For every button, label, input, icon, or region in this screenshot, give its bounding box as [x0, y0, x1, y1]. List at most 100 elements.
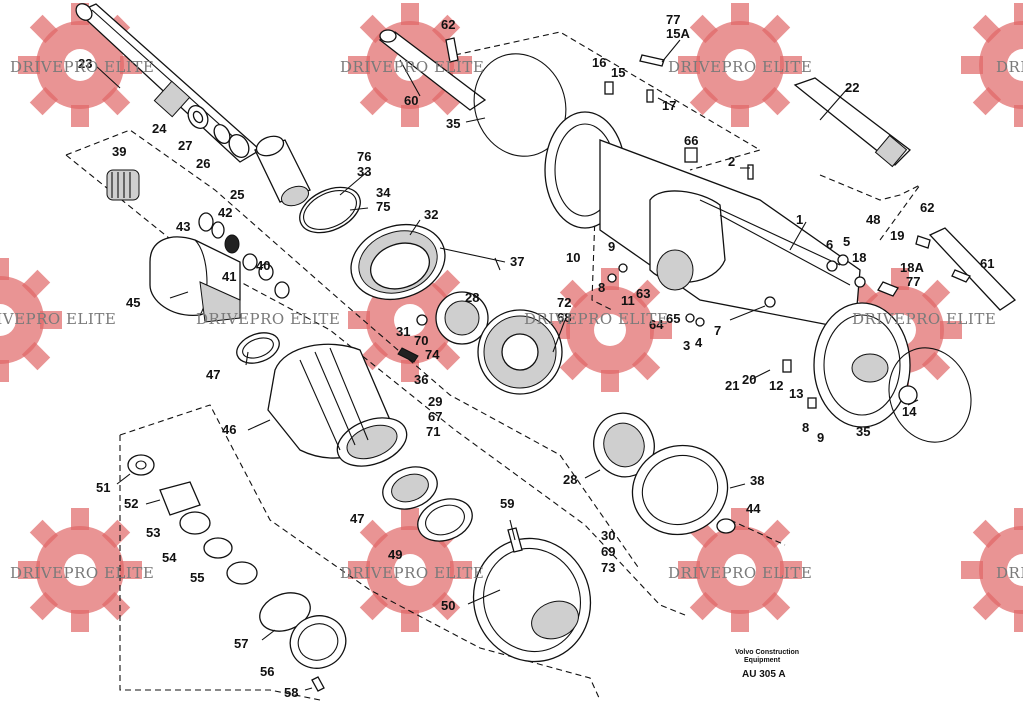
- drive-shaft-23: [75, 3, 262, 163]
- part-label-63: 63: [636, 286, 650, 301]
- part-label-35: 35: [446, 116, 460, 131]
- part-label-26: 26: [196, 156, 210, 171]
- axle-housing-1: [544, 111, 911, 428]
- watermark-logos: [0, 3, 1023, 632]
- part-label-68: 68: [557, 310, 571, 325]
- part-label-57: 57: [234, 636, 248, 651]
- part-label-59: 59: [500, 496, 514, 511]
- watermark-gear-icon: [348, 508, 472, 632]
- part-label-75: 75: [376, 199, 390, 214]
- part-label-18A: 18A: [900, 260, 924, 275]
- part-label-23: 23: [78, 56, 92, 71]
- part-label-77: 77: [906, 274, 920, 289]
- part-label-22: 22: [845, 80, 859, 95]
- part-label-14: 14: [902, 404, 917, 419]
- part-label-41: 41: [222, 269, 236, 284]
- wheel-hub-50: [472, 537, 592, 663]
- part-label-43: 43: [176, 219, 190, 234]
- part-label-13: 13: [789, 386, 803, 401]
- part-label-31: 31: [396, 324, 410, 339]
- part-label-72: 72: [557, 295, 571, 310]
- watermark-text: DRIVEPRO ELITE: [10, 564, 154, 582]
- part-label-15A: 15A: [666, 26, 690, 41]
- watermark-text: DRIVEPRO ELITE: [524, 310, 668, 328]
- friction-disc: [477, 309, 563, 395]
- part-label-19: 19: [890, 228, 904, 243]
- part-label-33: 33: [357, 164, 371, 179]
- part-label-25: 25: [230, 187, 244, 202]
- part-label-73: 73: [601, 560, 615, 575]
- part-label-45: 45: [126, 295, 140, 310]
- part-label-44: 44: [746, 501, 761, 516]
- part-label-34: 34: [376, 185, 391, 200]
- watermark-gear-icon: [18, 508, 142, 632]
- part-label-54: 54: [162, 550, 177, 565]
- part-label-8: 8: [802, 420, 809, 435]
- part-label-58: 58: [284, 685, 298, 700]
- part-label-21: 21: [725, 378, 739, 393]
- watermark-text: DRIVEPRO ELITE: [852, 310, 996, 328]
- part-label-32: 32: [424, 207, 438, 222]
- watermark-gear-icon: [0, 258, 62, 382]
- part-label-10: 10: [566, 250, 580, 265]
- part-number-labels: 236260357715A161517222427262576333475394…: [78, 12, 994, 700]
- watermark-gear-icon: [961, 3, 1023, 127]
- watermark-text: DRIVEPRO ELITE: [668, 58, 812, 76]
- part-label-67: 67: [428, 409, 442, 424]
- watermark-gear-icon: [18, 3, 142, 127]
- part-label-62: 62: [441, 17, 455, 32]
- watermark-gear-icon: [548, 268, 672, 392]
- part-label-64: 64: [649, 317, 664, 332]
- part-label-48: 48: [866, 212, 880, 227]
- part-label-4: 4: [695, 335, 703, 350]
- caption-line-2: Equipment: [744, 657, 781, 664]
- part-label-37: 37: [510, 254, 524, 269]
- disc-28-small: [435, 291, 489, 345]
- part-label-65: 65: [666, 311, 680, 326]
- part-label-17: 17: [662, 98, 676, 113]
- part-label-28: 28: [563, 472, 577, 487]
- part-label-9: 9: [817, 430, 824, 445]
- watermark-gear-icon: [678, 508, 802, 632]
- pinion-45: [149, 236, 241, 323]
- part-label-51: 51: [96, 480, 110, 495]
- watermark-text: DRIVEPRO ELITE: [996, 58, 1023, 76]
- part-label-40: 40: [256, 258, 270, 273]
- parts: [75, 3, 1017, 692]
- watermark-text: DRIVEPRO ELITE: [340, 564, 484, 582]
- part-label-52: 52: [124, 496, 138, 511]
- part-label-24: 24: [152, 121, 167, 136]
- watermark-gear-icon: [961, 508, 1023, 632]
- part-label-35: 35: [856, 424, 870, 439]
- housing-46: [267, 343, 408, 467]
- watermark-text: DRIVEPRO ELITE: [996, 564, 1023, 582]
- part-label-39: 39: [112, 144, 126, 159]
- part-label-53: 53: [146, 525, 160, 540]
- coupling-25: [254, 135, 311, 207]
- part-label-7: 7: [714, 323, 721, 338]
- part-label-71: 71: [426, 424, 440, 439]
- part-label-2: 2: [728, 154, 735, 169]
- part-label-18: 18: [852, 250, 866, 265]
- assembly-frames: [65, 31, 921, 701]
- part-label-70: 70: [414, 333, 428, 348]
- watermark-text: DRIVEPRO ELITE: [196, 310, 340, 328]
- part-label-28: 28: [465, 290, 479, 305]
- watermark-text: DRIVEPRO ELITE: [0, 310, 116, 328]
- part-label-8: 8: [598, 280, 605, 295]
- part-label-46: 46: [222, 422, 236, 437]
- part-label-76: 76: [357, 149, 371, 164]
- part-label-49: 49: [388, 547, 402, 562]
- part-label-15: 15: [611, 65, 625, 80]
- part-label-27: 27: [178, 138, 192, 153]
- leader-lines: [95, 39, 919, 691]
- part-label-66: 66: [684, 133, 698, 148]
- part-label-61: 61: [980, 256, 994, 271]
- part-label-77: 77: [666, 12, 680, 27]
- part-label-1: 1: [796, 212, 803, 227]
- part-label-11: 11: [621, 293, 635, 308]
- part-label-74: 74: [425, 347, 440, 362]
- part-label-47: 47: [206, 367, 220, 382]
